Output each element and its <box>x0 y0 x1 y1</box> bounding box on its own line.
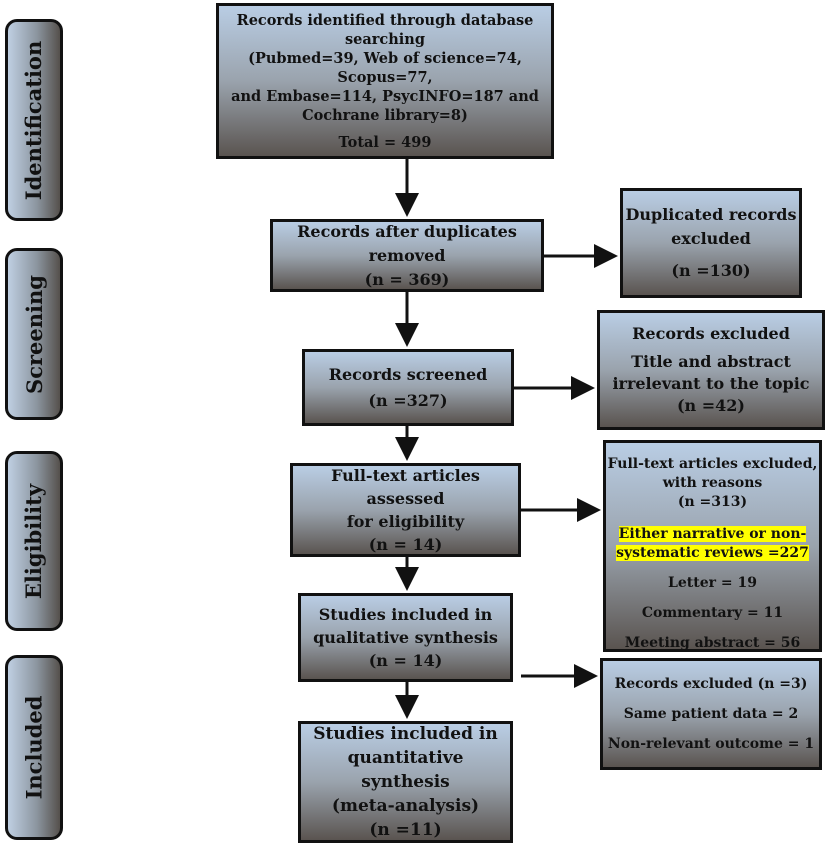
quantitative-line4: (n =11) <box>369 820 442 840</box>
identified-line2: searching <box>345 30 425 48</box>
duplicated-line2: excluded <box>671 229 751 248</box>
records-excluded-line2: Title and abstract <box>631 352 791 371</box>
identified-line4: and Embase=114, PsycINFO=187 and <box>231 87 539 105</box>
stage-identification: Identification <box>5 19 63 221</box>
duplicates-removed-line2: (n = 369) <box>364 269 450 289</box>
highlight-wrap: Either narrative or non- <box>618 525 807 544</box>
fulltext-assessed-line1: Full-text articles assessed <box>331 466 480 508</box>
identified-line3: (Pubmed=39, Web of science=74, Scopus=77… <box>248 49 522 86</box>
screened-line1: Records screened <box>328 364 488 384</box>
duplicated-line1: Duplicated records <box>625 205 797 224</box>
identified-total: Total = 499 <box>338 133 432 151</box>
quantitative-line3: (meta-analysis) <box>331 796 480 816</box>
letter-count: Letter = 19 <box>668 575 757 591</box>
stage-eligibility: Eligibility <box>5 451 63 631</box>
fulltext-excluded-line2: with reasons <box>662 475 763 491</box>
quantitative-line1: Studies included in <box>313 724 498 744</box>
duplicates-removed-box: Records after duplicates removed (n = 36… <box>270 219 544 292</box>
commentary-count: Commentary = 11 <box>641 605 784 621</box>
identified-line1: Records identified through database <box>236 11 534 29</box>
duplicates-removed-line1: Records after duplicates removed <box>297 221 517 265</box>
fulltext-excluded-line3: (n =313) <box>677 494 748 510</box>
qualitative-line2: qualitative synthesis <box>313 628 498 647</box>
records-excluded-box: Records excluded Title and abstract irre… <box>597 310 825 430</box>
stage-screening: Screening <box>5 248 63 420</box>
records-excluded-line4: (n =42) <box>676 396 745 415</box>
highlighted-reason-line1: Either narrative or non- <box>618 526 807 542</box>
highlight-wrap: systematic reviews =227 <box>616 544 809 563</box>
duplicated-line3: (n =130) <box>671 261 751 280</box>
duplicated-excluded-box: Duplicated records excluded (n =130) <box>620 188 802 298</box>
fulltext-excluded-line1: Full-text articles excluded, <box>607 456 818 472</box>
records-excluded-line3: irrelevant to the topic <box>612 374 810 393</box>
qualitative-synthesis-box: Studies included in qualitative synthesi… <box>298 593 513 682</box>
final-excluded-line2: Same patient data = 2 <box>623 706 799 722</box>
qualitative-line3: (n = 14) <box>368 651 443 670</box>
final-excluded-box: Records excluded (n =3) Same patient dat… <box>600 658 822 770</box>
identified-line5: Cochrane library=8) <box>302 106 468 124</box>
fulltext-assessed-box: Full-text articles assessed for eligibil… <box>290 463 521 557</box>
meeting-abstract-count: Meeting abstract = 56 <box>624 635 801 651</box>
quantitative-synthesis-box: Studies included in quantitative synthes… <box>298 721 513 843</box>
highlighted-reason-line2: systematic reviews =227 <box>616 545 809 561</box>
final-excluded-line1: Records excluded (n =3) <box>614 676 808 692</box>
records-excluded-line1: Records excluded <box>632 324 790 343</box>
stage-included: Included <box>5 655 63 840</box>
records-screened-box: Records screened (n =327) <box>302 349 514 426</box>
fulltext-assessed-line3: (n = 14) <box>368 535 443 554</box>
records-identified-box: Records identified through database sear… <box>216 3 554 159</box>
screened-line2: (n =327) <box>368 390 448 410</box>
fulltext-assessed-line2: for eligibility <box>346 512 465 531</box>
fulltext-excluded-box: Full-text articles excluded, with reason… <box>603 440 822 652</box>
qualitative-line1: Studies included in <box>318 605 493 624</box>
final-excluded-line3: Non-relevant outcome = 1 <box>607 736 815 752</box>
quantitative-line2: quantitative synthesis <box>347 748 464 792</box>
